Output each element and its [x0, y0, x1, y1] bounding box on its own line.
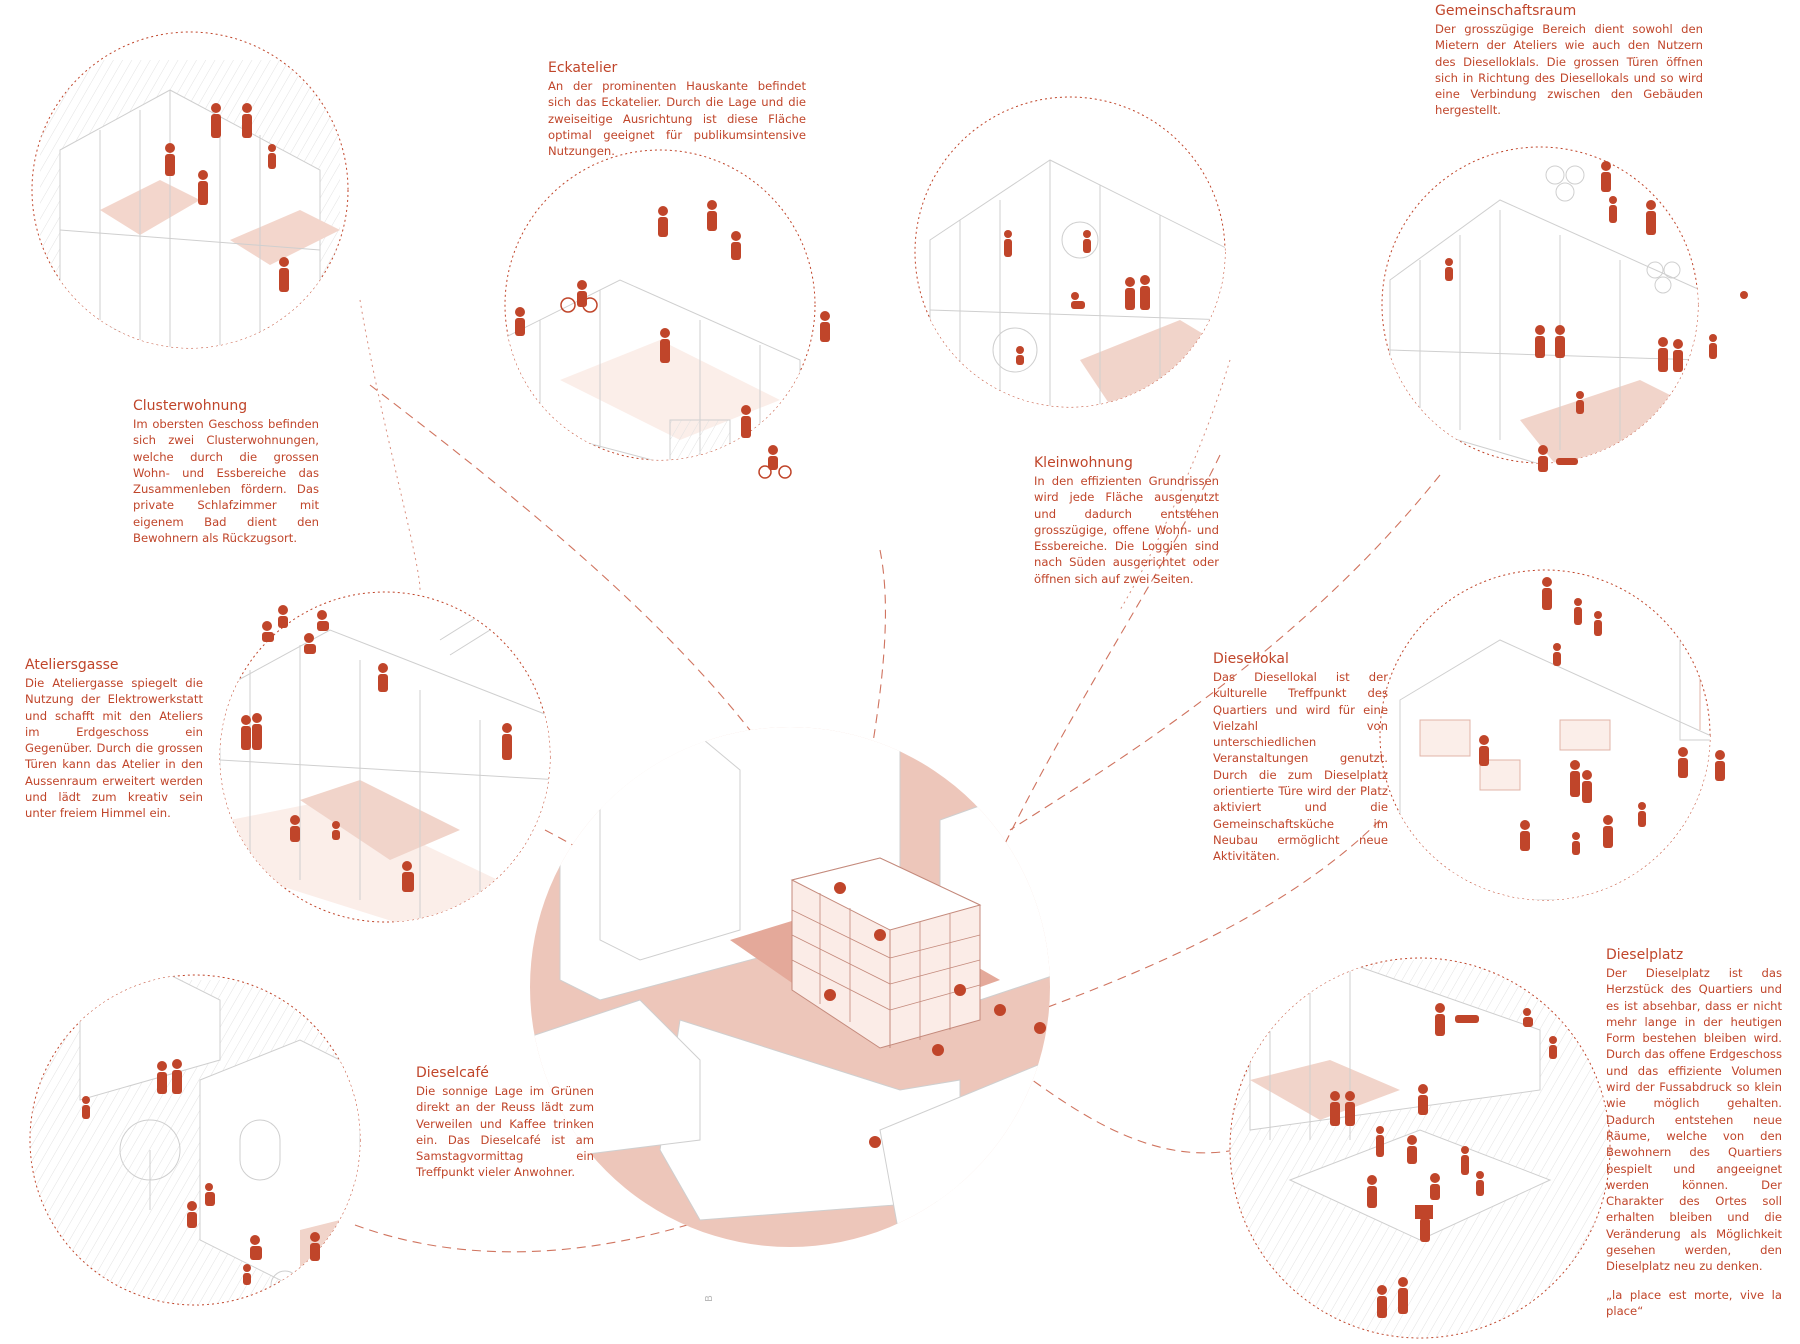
label-title: Clusterwohnung — [133, 398, 248, 414]
vignette-gemeinschaftsraum — [1381, 146, 1748, 472]
label-body: Der Dieselplatz ist das Herzstück des Qu… — [1606, 966, 1782, 1274]
label-body: Die sonnige Lage im Grünen direkt an der… — [416, 1084, 594, 1180]
label-title: Dieselplatz — [1606, 947, 1684, 963]
label-title: Kleinwohnung — [1034, 455, 1133, 471]
page-mark: B — [704, 1295, 715, 1302]
label-dieselplatz: Dieselplatz Der Dieselplatz ist das Herz… — [1606, 946, 1782, 1319]
label-body: Die Ateliergasse spiegelt die Nutzung de… — [25, 676, 203, 821]
label-title: Dieselcafé — [416, 1065, 489, 1081]
vignette-dieselplatz — [1229, 957, 1611, 1339]
vignette-clusterwohnung — [31, 31, 349, 349]
label-title: Diesellokal — [1213, 651, 1289, 667]
label-body: In den effizienten Grundrissen wird jede… — [1034, 474, 1219, 586]
center-isometric-model — [530, 727, 1050, 1247]
label-body: Das Diesellokal ist der kulturelle Treff… — [1213, 670, 1388, 864]
label-dieselcafe: Dieselcafé Die sonnige Lage im Grünen di… — [416, 1064, 594, 1181]
vignette-kleinwohnung — [914, 96, 1226, 408]
connector-diesellokal — [1039, 819, 1381, 1011]
label-body: Der grosszügige Bereich dient sowohl den… — [1435, 22, 1703, 118]
label-body: An der prominenten Hauskante befindet si… — [548, 79, 806, 159]
label-eckatelier: Eckatelier An der prominenten Hauskante … — [548, 59, 806, 159]
label-diesellokal: Diesellokal Das Diesellokal ist der kult… — [1213, 650, 1388, 865]
label-body: Im obersten Geschoss befinden sich zwei … — [133, 417, 319, 546]
label-gemeinschaftsraum: Gemeinschaftsraum Der grosszügige Bereic… — [1435, 2, 1703, 119]
connector-gemeinschaftsraum — [1009, 474, 1441, 831]
label-clusterwohnung: Clusterwohnung Im obersten Geschoss befi… — [133, 397, 319, 546]
vignette-eckatelier — [504, 149, 830, 479]
label-quote: „la place est morte, vive la place“ — [1606, 1287, 1782, 1318]
vignette-diesellokal — [1379, 569, 1725, 901]
vignette-dieselcafe — [29, 974, 361, 1306]
label-title: Eckatelier — [548, 60, 618, 76]
label-title: Gemeinschaftsraum — [1435, 3, 1577, 19]
label-ateliersgasse: Ateliersgasse Die Ateliergasse spiegelt … — [25, 656, 203, 822]
vignette-ateliersgasse — [219, 591, 551, 923]
location-dots — [824, 882, 1046, 1148]
label-kleinwohnung: Kleinwohnung In den effizienten Grundris… — [1034, 454, 1219, 587]
label-title: Ateliersgasse — [25, 657, 119, 673]
connector-dieselcafe — [354, 1141, 876, 1253]
dotted-leaders — [359, 299, 1231, 611]
connector-dieselplatz — [984, 1047, 1236, 1154]
